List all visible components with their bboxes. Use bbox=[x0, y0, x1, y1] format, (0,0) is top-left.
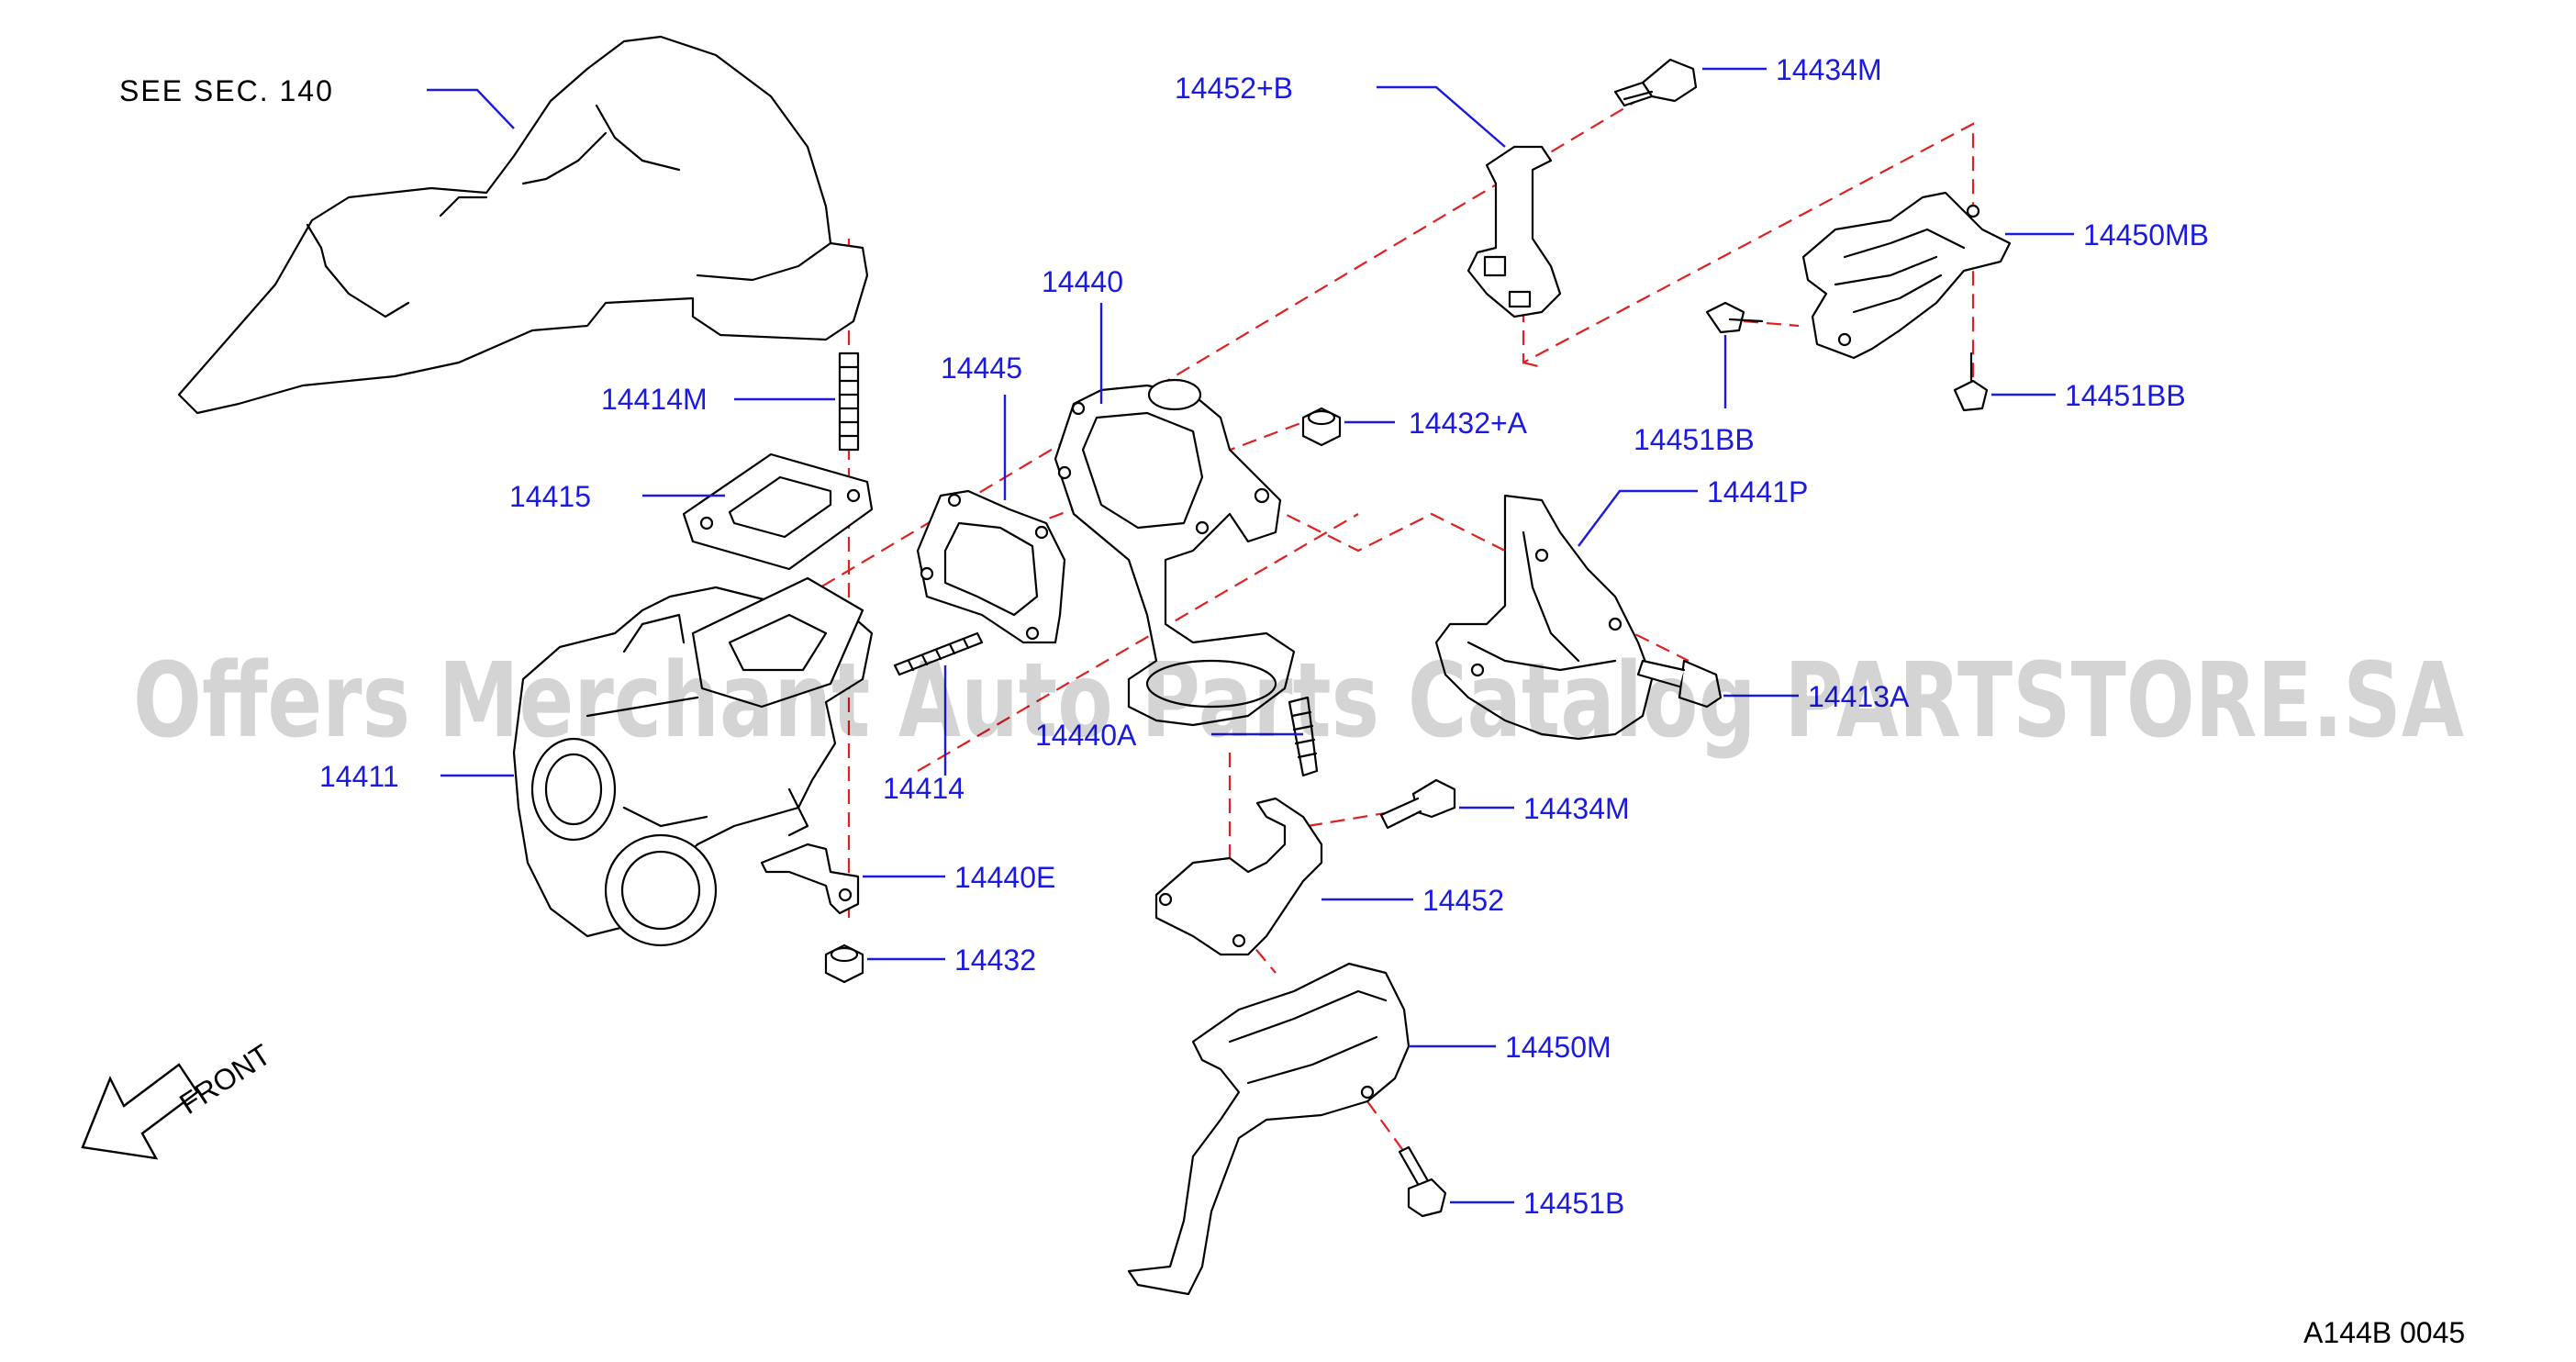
label-14440a[interactable]: 14440A bbox=[1035, 719, 1137, 752]
bracket-14440e bbox=[760, 843, 860, 915]
nut-14432 bbox=[824, 943, 864, 984]
stud-14440a bbox=[1288, 696, 1319, 777]
label-14451b[interactable]: 14451B bbox=[1523, 1187, 1624, 1220]
diagram-code: A144B 0045 bbox=[2303, 1316, 2465, 1349]
bracket-14452b bbox=[1466, 145, 1562, 318]
heat-shield-14450m bbox=[1127, 962, 1411, 1296]
label-14413a[interactable]: 14413A bbox=[1808, 680, 1910, 713]
bolt-14451bb-left bbox=[1705, 301, 1764, 334]
label-14451bb-right[interactable]: 14451BB bbox=[2065, 379, 2186, 412]
watermark: Offers Merchant Auto Parts Catalog PARTS… bbox=[133, 642, 2464, 761]
stud-14414m bbox=[838, 352, 860, 452]
label-14432[interactable]: 14432 bbox=[954, 943, 1036, 977]
label-14414m[interactable]: 14414M bbox=[601, 383, 708, 416]
label-14450mb[interactable]: 14450MB bbox=[2083, 218, 2209, 251]
leader-lines bbox=[427, 67, 2074, 1204]
label-14445[interactable]: 14445 bbox=[941, 352, 1022, 385]
exhaust-outlet-14440 bbox=[1054, 378, 1296, 727]
bolt-14451bb-right bbox=[1953, 352, 1989, 412]
label-14452[interactable]: 14452 bbox=[1422, 884, 1504, 917]
bolt-14434m-top bbox=[1613, 58, 1698, 107]
label-14414[interactable]: 14414 bbox=[883, 772, 965, 805]
nut-14432a bbox=[1301, 407, 1342, 447]
label-14434m-mid[interactable]: 14434M bbox=[1523, 792, 1630, 825]
label-14415[interactable]: 14415 bbox=[509, 480, 591, 513]
heat-shield-14450mb bbox=[1801, 191, 2012, 360]
label-14440[interactable]: 14440 bbox=[1042, 265, 1123, 298]
label-14411[interactable]: 14411 bbox=[319, 760, 399, 793]
label-14440e[interactable]: 14440E bbox=[954, 861, 1055, 894]
turbocharger-14411 bbox=[512, 576, 874, 947]
bracket-14452 bbox=[1154, 797, 1323, 956]
exhaust-manifold bbox=[177, 35, 869, 415]
label-14441p[interactable]: 14441P bbox=[1707, 475, 1808, 508]
gasket-14415 bbox=[682, 452, 874, 571]
label-14432a[interactable]: 14432+A bbox=[1409, 407, 1528, 440]
bolt-14434m-mid bbox=[1379, 778, 1456, 830]
gasket-14445 bbox=[916, 489, 1066, 644]
label-14434m-top[interactable]: 14434M bbox=[1776, 53, 1882, 86]
bolt-14413a bbox=[1636, 659, 1723, 709]
stud-14414 bbox=[893, 631, 984, 676]
label-14450m[interactable]: 14450M bbox=[1505, 1031, 1611, 1064]
label-14451bb-left[interactable]: 14451BB bbox=[1634, 423, 1755, 456]
label-14452b[interactable]: 14452+B bbox=[1175, 72, 1293, 105]
front-arrow-icon bbox=[81, 1063, 199, 1160]
bolt-14451b bbox=[1398, 1145, 1447, 1218]
heat-shield-14441p bbox=[1434, 494, 1654, 741]
see-section-note: SEE SEC. 140 bbox=[119, 74, 334, 107]
